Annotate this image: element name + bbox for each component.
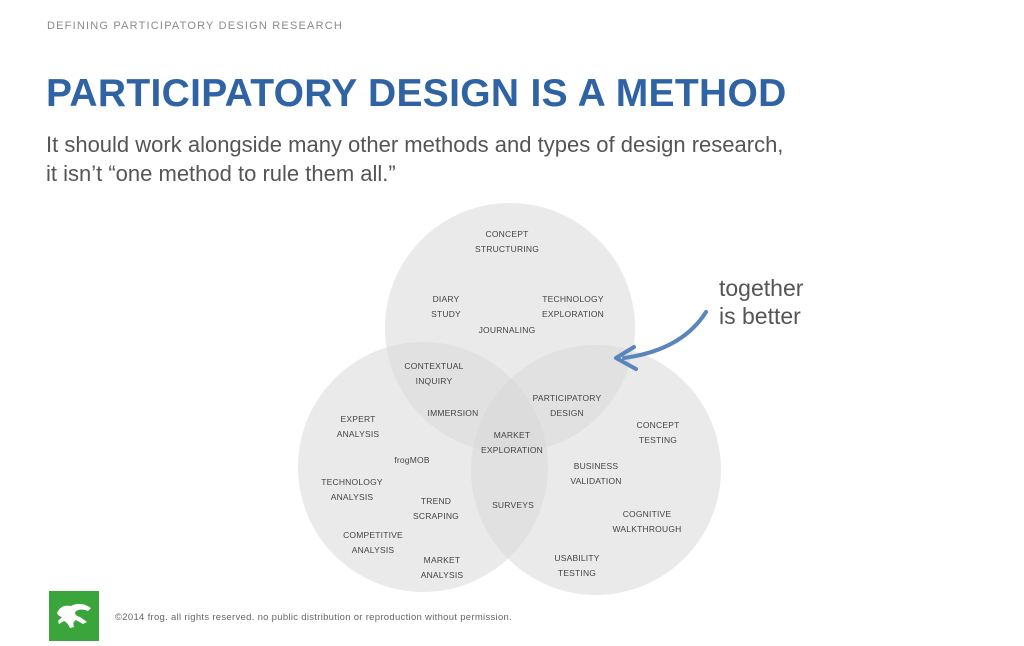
venn-label-line: BUSINESS [573, 461, 619, 471]
callout-text: together is better [719, 274, 803, 330]
venn-label-line: IMMERSION [427, 408, 479, 418]
venn-label-diary-study: DIARY STUDY [431, 292, 461, 322]
venn-label-line: TECHNOLOGY [321, 477, 383, 487]
venn-label-line: ANALYSIS [336, 429, 380, 439]
venn-label-line: DESIGN [550, 408, 584, 418]
venn-label-line: DIARY [432, 294, 460, 304]
venn-circle-left [298, 342, 548, 592]
frog-logo [49, 591, 99, 641]
venn-label-expert-analysis: EXPERT ANALYSIS [337, 412, 380, 442]
copyright-footer: ©2014 frog. all rights reserved. no publ… [115, 612, 513, 623]
venn-label-usability-testing: USABILITY TESTING [554, 551, 599, 581]
subtitle-line-2: it isn’t “one method to rule them all.” [46, 161, 396, 186]
venn-label-line: SURVEYS [492, 500, 534, 510]
venn-label-business-validation: BUSINESS VALIDATION [570, 459, 621, 489]
callout-arrow [622, 310, 708, 360]
venn-circle-right [471, 345, 721, 595]
venn-label-line: TECHNOLOGY [542, 294, 604, 304]
callout-line-1: together [719, 275, 804, 301]
venn-label-concept-testing: CONCEPT TESTING [637, 418, 680, 448]
venn-label-technology-exploration: TECHNOLOGY EXPLORATION [542, 292, 604, 322]
venn-label-line: VALIDATION [570, 476, 622, 486]
venn-label-market-exploration: MARKET EXPLORATION [481, 428, 543, 458]
venn-label-line: TREND [420, 496, 452, 506]
venn-label-line: WALKTHROUGH [612, 524, 682, 534]
venn-label-technology-analysis: TECHNOLOGY ANALYSIS [321, 475, 383, 505]
venn-label-line: STRUCTURING [474, 244, 540, 254]
venn-label-line: STUDY [431, 309, 461, 319]
page-subtitle: It should work alongside many other meth… [46, 130, 866, 188]
callout-arrow-head [614, 345, 638, 371]
page-title: PARTICIPATORY DESIGN IS A METHOD [46, 72, 787, 115]
venn-label-line: CONTEXTUAL [404, 361, 464, 371]
venn-label-line: INQUIRY [415, 376, 453, 386]
venn-label-line: USABILITY [554, 553, 600, 563]
venn-label-market-analysis: MARKET ANALYSIS [421, 553, 464, 583]
callout-line-2: is better [719, 303, 801, 329]
venn-label-line: COMPETITIVE [343, 530, 403, 540]
venn-label-trend-scraping: TREND SCRAPING [413, 494, 459, 524]
frog-icon [57, 603, 91, 628]
venn-label-line: TESTING [557, 568, 597, 578]
venn-label-journaling: JOURNALING [479, 323, 536, 338]
venn-label-line: COGNITIVE [622, 509, 672, 519]
venn-label-line: ANALYSIS [420, 570, 464, 580]
venn-label-frogmob: frogMOB [394, 453, 429, 468]
subtitle-line-1: It should work alongside many other meth… [46, 132, 784, 157]
venn-label-line: CONCEPT [636, 420, 680, 430]
venn-label-surveys: SURVEYS [492, 498, 534, 513]
venn-label-line: CONCEPT [485, 229, 529, 239]
venn-label-cognitive-walkthrough: COGNITIVE WALKTHROUGH [613, 507, 682, 537]
venn-label-line: JOURNALING [478, 325, 536, 335]
section-kicker: DEFINING PARTICIPATORY DESIGN RESEARCH [47, 20, 344, 32]
venn-label-line: EXPERT [340, 414, 376, 424]
venn-label-line: EXPLORATION [480, 445, 544, 455]
venn-label-line: EXPLORATION [541, 309, 605, 319]
venn-label-line: TESTING [638, 435, 678, 445]
venn-label-immersion: IMMERSION [428, 406, 479, 421]
venn-label-line: MARKET [493, 430, 531, 440]
venn-label-contextual-inquiry: CONTEXTUAL INQUIRY [404, 359, 463, 389]
venn-label-line: SCRAPING [413, 511, 459, 521]
venn-label-competitive-analysis: COMPETITIVE ANALYSIS [343, 528, 403, 558]
venn-label-line: frogMOB [394, 455, 430, 465]
venn-label-concept-structuring: CONCEPT STRUCTURING [475, 227, 539, 257]
venn-label-line: MARKET [423, 555, 461, 565]
venn-label-line: ANALYSIS [351, 545, 395, 555]
venn-label-line: PARTICIPATORY [532, 393, 602, 403]
venn-label-participatory-design: PARTICIPATORY DESIGN [533, 391, 602, 421]
venn-label-line: ANALYSIS [330, 492, 374, 502]
